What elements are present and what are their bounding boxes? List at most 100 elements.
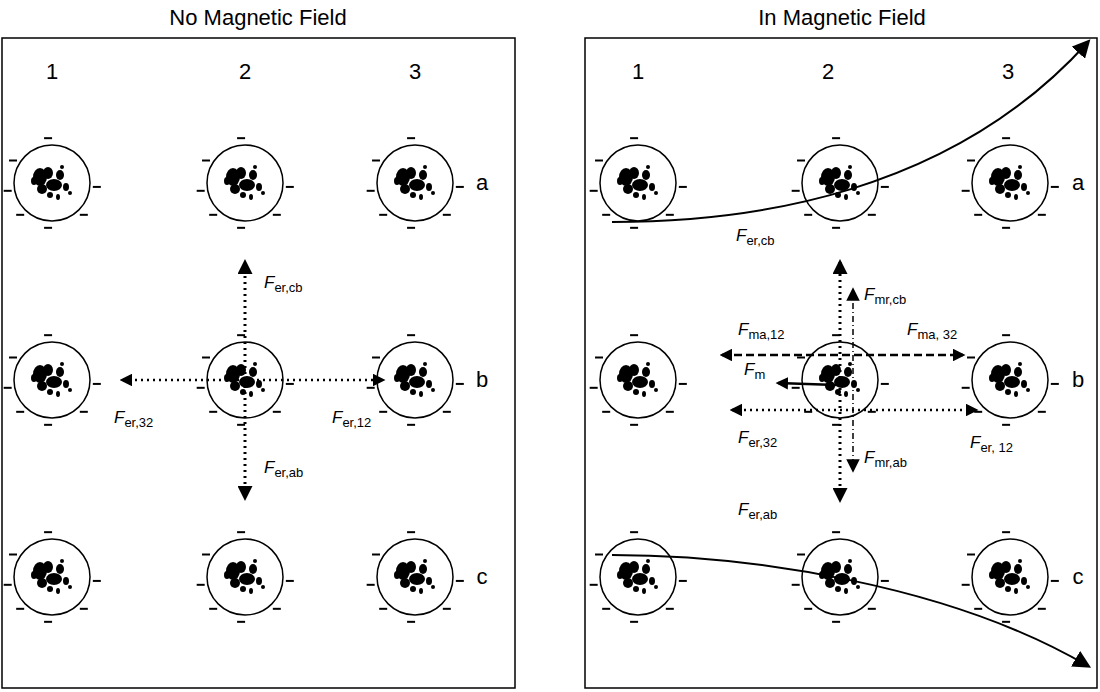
force-label: Fer,ab: [262, 459, 305, 480]
negative-charge: [80, 214, 88, 216]
cell-particle: [649, 183, 655, 191]
cell-particle: [617, 571, 623, 579]
force-label: Fma, 32: [905, 321, 959, 342]
force-label: Fmr,cb: [862, 286, 908, 307]
cell-particle: [1005, 586, 1011, 592]
cell-particle: [56, 194, 60, 200]
negative-charge: [379, 411, 387, 413]
negative-charge: [630, 334, 638, 336]
panel-frame: [2, 38, 515, 688]
charged-cell: [590, 335, 687, 425]
cell-particle: [835, 586, 841, 592]
negative-charge: [44, 334, 52, 336]
cell-outline: [972, 145, 1048, 221]
cell-particle: [646, 362, 650, 366]
cell-particle: [654, 585, 658, 589]
cell-particle: [239, 573, 255, 585]
cell-particle: [844, 170, 852, 180]
negative-charge: [4, 584, 12, 586]
negative-charge: [881, 580, 889, 582]
cell-particle: [409, 376, 425, 388]
negative-charge: [832, 531, 840, 533]
negative-charge: [881, 186, 889, 188]
cell-particle: [240, 192, 246, 198]
cell-particle: [230, 381, 240, 391]
negative-charge: [4, 190, 12, 192]
cell-particle: [68, 388, 72, 392]
cell-particle: [844, 391, 848, 397]
cell-particle: [844, 367, 852, 377]
force-label-holder: Fer,ab: [736, 501, 779, 522]
negative-charge: [797, 160, 805, 162]
force-arrow: [244, 380, 247, 498]
negative-charge: [974, 411, 982, 413]
charged-cell: [367, 138, 464, 228]
cell-particle: [239, 376, 255, 388]
cell-particle: [46, 376, 62, 388]
cell-outline: [14, 539, 90, 615]
charged-cell: [367, 532, 464, 622]
negative-charge: [595, 357, 603, 359]
cell-particle: [406, 167, 416, 179]
cell-particle: [249, 194, 253, 200]
cell-particle: [819, 374, 825, 382]
cell-particle: [646, 165, 650, 169]
force-label: Fer,cb: [734, 227, 777, 248]
cell-particle: [43, 561, 53, 573]
column-label-holder: 3: [407, 60, 423, 84]
negative-charge: [367, 190, 375, 192]
cell-particle: [394, 177, 400, 185]
column-label: 2: [237, 60, 253, 84]
column-label-holder: 3: [1000, 60, 1016, 84]
cell-particle: [989, 571, 995, 579]
negative-charge: [792, 584, 800, 586]
force-label-holder: Fmr,ab: [862, 449, 909, 470]
force-label: Fer, 12: [968, 434, 1015, 455]
negative-charge: [407, 424, 415, 426]
cell-particle: [419, 391, 423, 397]
negative-charge: [44, 227, 52, 229]
cell-particle: [410, 192, 416, 198]
negative-charge: [1002, 424, 1010, 426]
cell-particle: [236, 561, 246, 573]
negative-charge: [868, 608, 876, 610]
negative-charge: [273, 411, 281, 413]
row-label: c: [1071, 565, 1086, 589]
row-label: a: [1070, 171, 1086, 195]
cell-particle: [1005, 192, 1011, 198]
cell-particle: [261, 585, 265, 589]
column-label-holder: 1: [44, 60, 60, 84]
cell-particle: [230, 578, 240, 588]
cell-outline: [972, 539, 1048, 615]
cell-particle: [831, 561, 841, 573]
cell-particle: [63, 380, 69, 388]
negative-charge: [962, 190, 970, 192]
cell-particle: [629, 364, 639, 376]
cell-outline: [207, 145, 283, 221]
force-label-holder: Fer,32: [112, 409, 155, 430]
cell-outline: [14, 145, 90, 221]
negative-charge: [1002, 137, 1010, 139]
cell-particle: [31, 374, 37, 382]
negative-charge: [868, 214, 876, 216]
negative-charge: [237, 137, 245, 139]
negative-charge: [372, 554, 380, 556]
cell-particle: [249, 564, 257, 574]
field-line: [612, 42, 1088, 222]
force-label-holder: Fer,cb: [262, 274, 305, 295]
cell-particle: [1018, 362, 1022, 366]
cell-particle: [253, 559, 257, 563]
panel-frame: [585, 38, 1097, 688]
cell-particle: [1014, 367, 1022, 377]
cell-particle: [230, 184, 240, 194]
cell-particle: [37, 578, 47, 588]
negative-charge: [202, 357, 210, 359]
cell-particle: [642, 170, 650, 180]
negative-charge: [595, 160, 603, 162]
negative-charge: [286, 383, 294, 385]
cell-particle: [249, 391, 253, 397]
cell-particle: [256, 183, 262, 191]
cell-particle: [56, 170, 64, 180]
force-label-holder: Fer,12: [330, 409, 373, 430]
cell-particle: [256, 577, 262, 585]
